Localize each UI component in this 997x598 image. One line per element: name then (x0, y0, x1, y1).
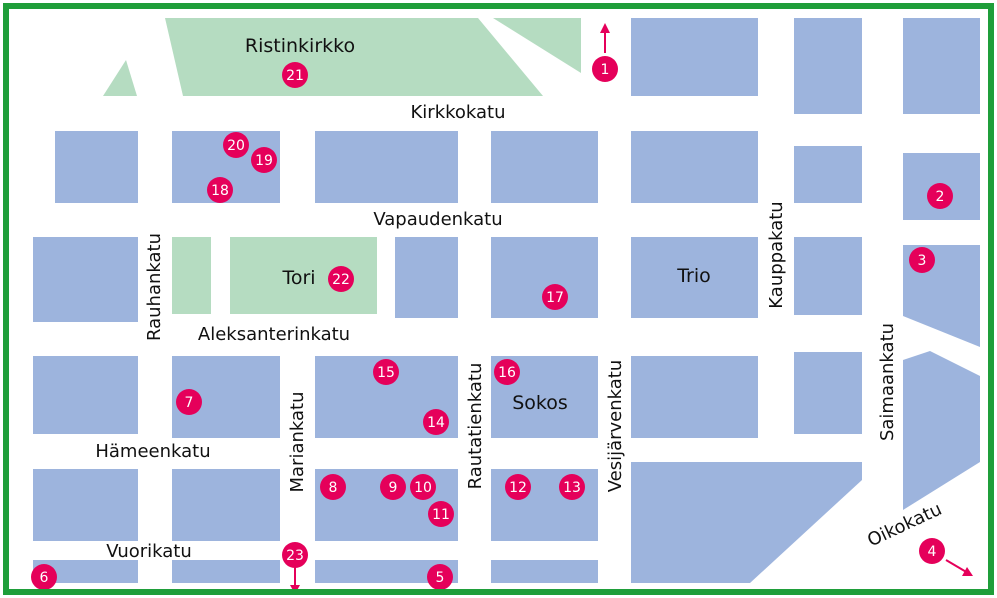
street-label-kirkkokatu: Kirkkokatu (410, 102, 505, 123)
marker-12[interactable]: 12 (505, 474, 531, 500)
marker-11[interactable]: 11 (428, 501, 454, 527)
markers: 1 2 3 4 5 6 7 8 9 10 11 12 13 14 15 16 1… (31, 56, 953, 590)
street-label-saimaankatu: Saimaankatu (877, 323, 898, 441)
marker-14[interactable]: 14 (423, 409, 449, 435)
place-label-tori: Tori (281, 267, 315, 289)
street-label-kauppakatu: Kauppakatu (766, 201, 787, 308)
marker-22[interactable]: 22 (328, 266, 354, 292)
marker-4[interactable]: 4 (919, 538, 945, 564)
city-blocks (33, 18, 980, 583)
marker-7[interactable]: 7 (176, 389, 202, 415)
block (172, 560, 280, 583)
block (903, 18, 980, 114)
marker-number: 16 (498, 365, 516, 381)
marker-number: 20 (227, 138, 245, 154)
block (794, 352, 862, 434)
marker-number: 17 (546, 290, 564, 306)
block (172, 469, 280, 541)
street-label-mariankatu: Mariankatu (287, 391, 308, 492)
marker-number: 11 (432, 507, 450, 523)
street-label-vuorikatu: Vuorikatu (106, 541, 192, 562)
arrow-down-right-icon (945, 559, 973, 576)
marker-number: 4 (928, 544, 937, 560)
marker-number: 10 (414, 480, 432, 496)
marker-19[interactable]: 19 (251, 147, 277, 173)
marker-5[interactable]: 5 (427, 564, 453, 590)
block (631, 18, 758, 96)
street-label-rautatienkatu: Rautatienkatu (465, 363, 486, 490)
park-triangle (103, 60, 137, 96)
park-kirkko-east (493, 18, 581, 73)
marker-number: 3 (918, 253, 927, 269)
block (794, 18, 862, 114)
marker-18[interactable]: 18 (207, 177, 233, 203)
street-label-rauhankatu: Rauhankatu (144, 233, 165, 341)
marker-21[interactable]: 21 (282, 62, 308, 88)
marker-number: 9 (389, 480, 398, 496)
block (315, 131, 458, 203)
block (315, 560, 458, 583)
block (491, 237, 598, 318)
block (631, 131, 758, 203)
marker-number: 15 (377, 365, 395, 381)
place-label-sokos: Sokos (512, 392, 568, 414)
block (491, 560, 598, 583)
marker-8[interactable]: 8 (320, 474, 346, 500)
street-label-vesijarvenkatu: Vesijärvenkatu (605, 360, 626, 493)
marker-number: 19 (255, 153, 273, 169)
block (631, 237, 758, 318)
block (33, 469, 138, 541)
arrow-up-icon (600, 23, 610, 53)
place-label-trio: Trio (676, 265, 711, 287)
street-label-aleksanterinkatu: Aleksanterinkatu (198, 324, 350, 345)
block (794, 237, 862, 315)
marker-9[interactable]: 9 (380, 474, 406, 500)
block (631, 462, 862, 583)
place-label-ristinkirkko: Ristinkirkko (245, 35, 355, 57)
marker-16[interactable]: 16 (494, 359, 520, 385)
marker-number: 22 (332, 272, 350, 288)
marker-3[interactable]: 3 (909, 247, 935, 273)
marker-17[interactable]: 17 (542, 284, 568, 310)
park-tori-west (172, 237, 211, 314)
marker-number: 18 (211, 183, 229, 199)
marker-number: 23 (286, 548, 304, 564)
marker-number: 8 (329, 480, 338, 496)
block (631, 356, 758, 438)
marker-number: 6 (40, 570, 49, 586)
direction-arrows (290, 23, 973, 594)
marker-15[interactable]: 15 (373, 359, 399, 385)
marker-number: 1 (601, 62, 610, 78)
marker-number: 12 (509, 480, 527, 496)
block (395, 237, 458, 318)
block (903, 351, 980, 510)
marker-1[interactable]: 1 (592, 56, 618, 82)
marker-number: 2 (936, 189, 945, 205)
block (55, 131, 138, 203)
block (33, 237, 138, 322)
park-ristinkirkko (165, 18, 543, 96)
marker-10[interactable]: 10 (410, 474, 436, 500)
marker-20[interactable]: 20 (223, 132, 249, 158)
marker-number: 5 (436, 570, 445, 586)
marker-number: 13 (563, 480, 581, 496)
block (794, 146, 862, 203)
block (33, 560, 138, 583)
marker-6[interactable]: 6 (31, 564, 57, 590)
map-border (3, 3, 994, 595)
marker-number: 21 (286, 68, 304, 84)
street-label-vapaudenkatu: Vapaudenkatu (373, 209, 502, 230)
marker-number: 7 (185, 395, 194, 411)
block (33, 356, 138, 434)
block (491, 131, 598, 203)
marker-2[interactable]: 2 (927, 183, 953, 209)
street-label-hameenkatu: Hämeenkatu (95, 441, 210, 462)
marker-23[interactable]: 23 (282, 542, 308, 568)
marker-13[interactable]: 13 (559, 474, 585, 500)
marker-number: 14 (427, 415, 445, 431)
